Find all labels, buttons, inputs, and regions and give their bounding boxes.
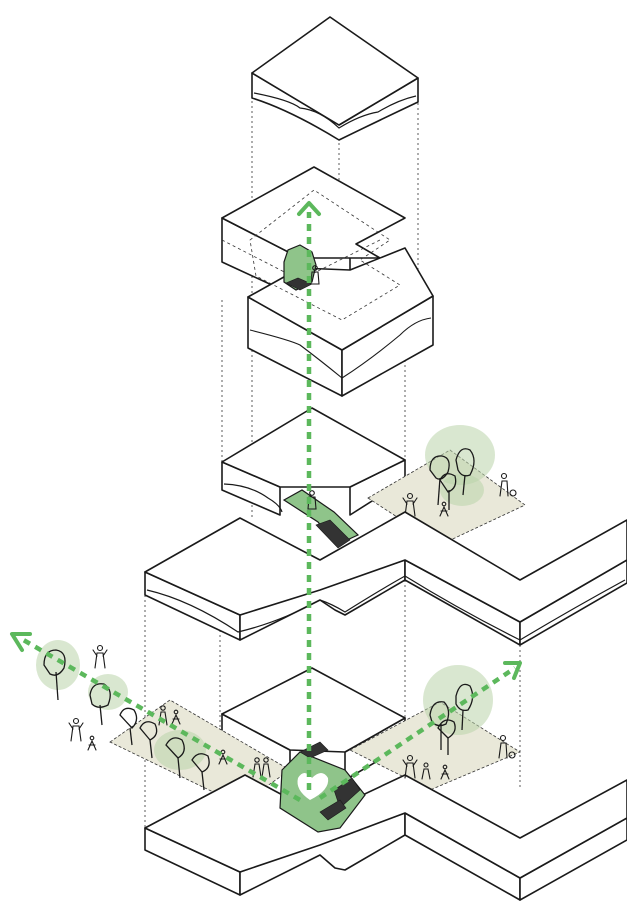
arrow-up-icon [297, 201, 321, 216]
wide-floor-slab [144, 511, 627, 646]
east-flow [318, 666, 517, 800]
stairs-icon [319, 799, 347, 821]
person-icon [402, 754, 418, 779]
flow-arrows [10, 201, 522, 802]
person-icon [171, 709, 181, 725]
person-icon [310, 265, 320, 285]
person-icon [499, 472, 517, 497]
tree-icon [455, 683, 474, 731]
tree-icon [429, 701, 450, 750]
stairs-icon [299, 741, 329, 759]
heart-icon [297, 773, 329, 800]
person-icon [68, 717, 84, 742]
person-icon [440, 764, 450, 780]
person-icon [87, 735, 97, 751]
stairs-icon [315, 519, 351, 549]
middle-floor-block [221, 407, 406, 549]
person-icon [421, 762, 431, 780]
ground-floor [36, 640, 627, 901]
person-icon [307, 490, 317, 510]
tree-icon [139, 721, 158, 759]
west-flow [18, 636, 302, 802]
tree-icon [119, 707, 138, 746]
roof-slab [251, 16, 419, 141]
arrow-right-icon [503, 661, 522, 680]
person-icon [439, 501, 449, 517]
person-icon [92, 644, 108, 669]
tree-icon [89, 683, 111, 726]
tree-icon [165, 737, 185, 779]
person-icon [402, 492, 418, 517]
east-garden [349, 701, 521, 791]
person-icon [252, 757, 262, 778]
tree-icon [439, 473, 457, 510]
arrow-left-icon [10, 632, 32, 652]
tree-icon [437, 719, 456, 755]
tree-icon [191, 753, 210, 791]
person-icon [261, 757, 271, 778]
tree-icon [455, 448, 475, 496]
upper-floor-block [221, 166, 434, 397]
person-icon [498, 734, 516, 759]
